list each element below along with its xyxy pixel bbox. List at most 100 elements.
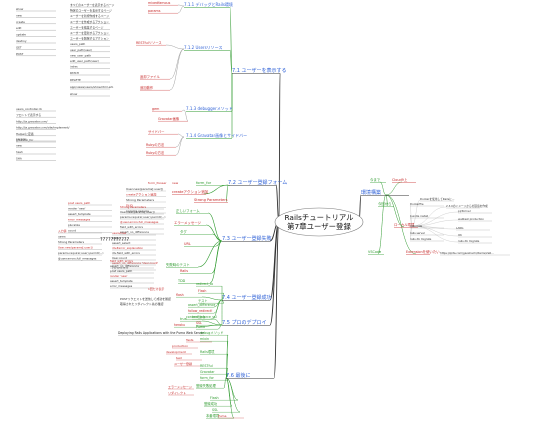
leaf-7-3: post users_path xyxy=(110,269,132,273)
leaf-7-3: post users_path xyxy=(68,201,90,205)
connector-line xyxy=(377,194,387,255)
sub-7-4-1[interactable]: redirect_to xyxy=(196,282,213,286)
connector-line xyxy=(409,204,413,227)
sub-7-4-5[interactable]: assert_difference xyxy=(188,303,215,307)
env-leaf: Dockerを使用してRailsに… xyxy=(420,197,455,201)
leaf-7-3: params.require(:user).permit(...) xyxy=(58,251,104,255)
sub-7-1-1[interactable]: 7.1.1 デバッグとRails環境 xyxy=(184,1,233,7)
central-topic[interactable]: Railsチュートリアル 第7章ユーザー登録 xyxy=(274,207,364,237)
sub-7-5-3[interactable]: heroku xyxy=(174,323,185,327)
sub-7-5-1[interactable]: config.force_ssl xyxy=(192,315,217,319)
leaf-7-1: users_controller.rb xyxy=(16,107,42,111)
leaf-7-2: DUD xyxy=(126,204,134,208)
env-node-5[interactable]: VSCode xyxy=(368,250,381,254)
sub-7-6-5[interactable]: Gravatar xyxy=(200,370,215,374)
sub-7-3-3[interactable]: タグ xyxy=(180,229,187,234)
sub-7-1-2[interactable]: 7.1.2 Usersリソース xyxy=(184,45,222,50)
sub-7-4-3[interactable]: テスト xyxy=(198,298,208,303)
sub-7-4-2[interactable]: Flash xyxy=(198,289,206,293)
leaf-7-3: render 'new' xyxy=(68,207,86,211)
leaf-7-3: User.new(params[:user]) xyxy=(120,210,155,214)
env-node-4[interactable]: ローカル環境 xyxy=(394,222,415,227)
leaf-7-3: @user.errors.full_messages xyxy=(120,220,159,224)
sub-7-2-3[interactable]: createアクション追加 xyxy=(172,189,209,194)
sub-7-1-4[interactable]: 7.1.4 Gravatar画像とサイドバー xyxy=(186,132,247,138)
leaf-7-3: count xyxy=(68,229,77,233)
sub-7-6-2[interactable]: mixin xyxy=(200,337,209,341)
sub-7-3-6[interactable]: Rails xyxy=(180,269,188,273)
node-7-1-mid: params xyxy=(148,9,161,13)
question-label: ??????????? xyxy=(100,237,130,243)
leaf-7-3: User.count xyxy=(112,256,128,260)
sub-7-6-8[interactable]: Flash xyxy=(210,396,219,400)
sub-7-5-4[interactable]: Puma xyxy=(196,325,205,329)
sub-7-6-4[interactable]: RESTful xyxy=(200,364,213,368)
branch-b75[interactable]: 7.5 プロのデプロイ xyxy=(222,319,267,326)
sub-7-4-7[interactable]: content_tag xyxy=(186,315,205,319)
connector-line xyxy=(169,48,185,91)
sub-7-6-10[interactable]: SSL xyxy=(212,408,218,412)
connector-line xyxy=(211,299,223,320)
branch-bEnv[interactable]: 環境構築 xyxy=(361,189,381,196)
leaf-7-3: render 'new' xyxy=(110,274,128,278)
sub-7-6-11[interactable]: 本番環境 xyxy=(206,413,220,418)
leaf-7-1: new_user_path xyxy=(70,53,91,57)
leaf-7-6: Puma xyxy=(218,414,227,418)
sub-7-6-3[interactable]: Rails環境 xyxy=(200,349,215,354)
sub-7-4-4[interactable]: flash xyxy=(176,293,184,297)
connector-line xyxy=(225,377,241,413)
leaf-7-1: 特定のユーザーを表示するページ xyxy=(70,9,112,13)
env-node-2[interactable]: Cloud9上 xyxy=(392,177,408,182)
leaf-7-1: show xyxy=(16,7,24,11)
sub-7-4-8[interactable]: SSL xyxy=(196,321,202,325)
branch-b74[interactable]: 7.4 ユーザー登録成功 xyxy=(222,294,271,301)
sub-7-3-5[interactable]: 失敗時のテスト xyxy=(166,262,190,267)
sub-7-5-2[interactable]: true xyxy=(180,317,187,321)
sub-7-3-1[interactable]: 正しいフォーム xyxy=(176,208,200,213)
connector-line xyxy=(209,240,223,284)
sub-7-2-2[interactable]: Strong Parameters xyxy=(194,198,228,202)
leaf-7-2: form_for xyxy=(148,181,161,185)
node-7-1-mid: gem xyxy=(152,107,159,111)
connector-line xyxy=(205,224,223,242)
leaf-7-3: params.require(:user).permit(...) xyxy=(120,215,166,219)
connector-line xyxy=(175,136,185,156)
sub-7-2-1[interactable]: form_for xyxy=(196,181,212,185)
env-leaf: rails server xyxy=(410,231,426,235)
env-leaf: ppTorrner xyxy=(458,209,472,213)
env-node-3[interactable]: 今回から xyxy=(378,201,392,206)
sub-7-6-9[interactable]: 登録成功 xyxy=(204,401,218,406)
leaf-7-2: Strong Parameters xyxy=(126,198,154,202)
connector-line xyxy=(201,296,223,301)
env-leaf: rails db migrate xyxy=(410,237,432,241)
sub-7-6-7[interactable]: 登録失敗処理 xyxy=(196,383,216,388)
sub-7-6-1[interactable]: debugメソッド xyxy=(200,331,224,335)
sub-7-4-6[interactable]: follow_redirect! xyxy=(188,309,213,313)
leaf-7-1: gravatar_for xyxy=(16,138,34,142)
env-leaf: Dockerfile xyxy=(410,202,424,206)
env-node-1[interactable]: 今まで xyxy=(370,177,381,182)
sub-7-6-6[interactable]: form_for xyxy=(200,376,215,380)
connector-line xyxy=(385,194,417,255)
leaf-7-3: div#error_explanation xyxy=(112,246,143,250)
leaf-7-1: app/views/users/show.html.erb xyxy=(70,85,114,89)
branch-b73[interactable]: 7.3 ユーザー登録失敗 xyxy=(222,235,271,242)
branch-b71[interactable]: 7.1 ユーザーを表示する xyxy=(232,67,286,74)
sub-7-1-3[interactable]: 7.1.3 debuggerメソッド xyxy=(186,106,233,111)
connector-line xyxy=(197,240,223,268)
sub-7-3-7[interactable]: TDD xyxy=(177,279,186,283)
leaf-7-3: assert_no_difference xyxy=(110,264,139,268)
sub-7-3-4[interactable]: URL xyxy=(184,242,191,246)
leaf-7-6: リダイレクト xyxy=(168,390,186,395)
leaf-7-1: hash xyxy=(16,150,23,154)
env-node-6[interactable]: Extensionを使いたい xyxy=(406,249,440,254)
connector-line xyxy=(183,109,189,122)
env-leaf: webtest production xyxy=(458,217,484,221)
leaf-7-1: ユーザーを新規作成するページ xyxy=(70,14,109,18)
branch-b76[interactable]: 7.6 最後に xyxy=(226,372,251,379)
connector-line xyxy=(181,109,185,112)
leaf-7-3: users/new xyxy=(112,231,127,235)
branch-b72[interactable]: 7.2 ユーザー登録フォーム xyxy=(228,179,287,186)
sub-7-3-2[interactable]: エラーメッセージ xyxy=(174,220,202,225)
